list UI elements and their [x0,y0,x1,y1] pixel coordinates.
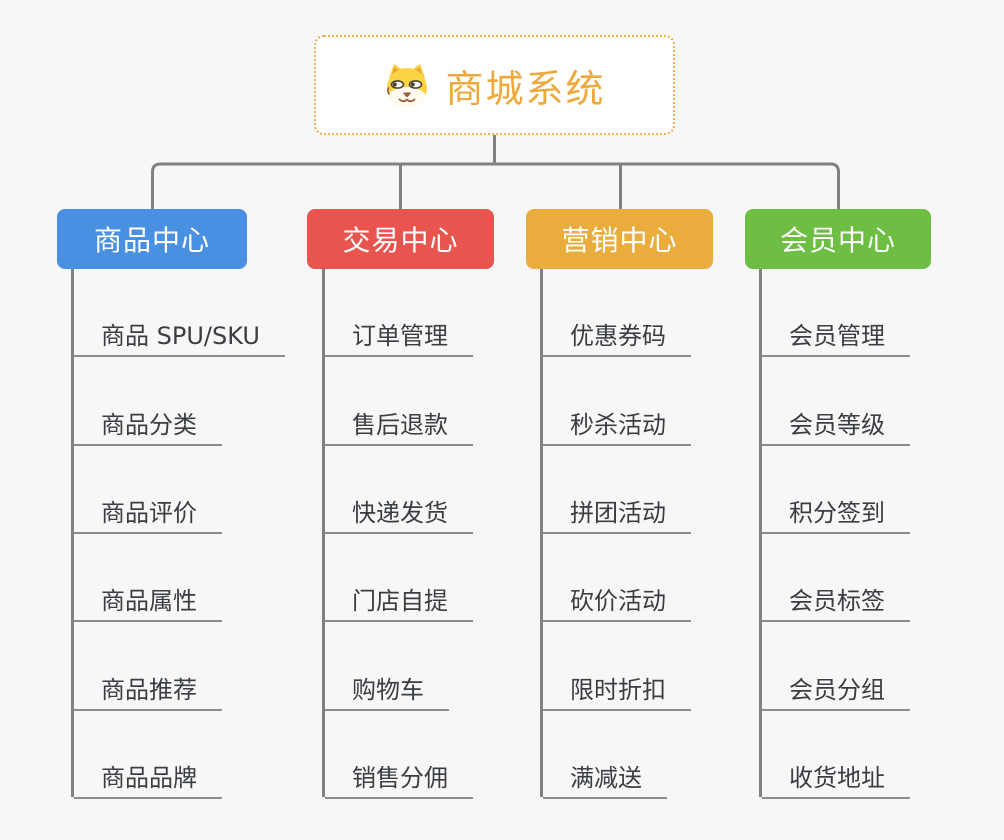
leaf-node[interactable]: 会员管理 [762,323,910,357]
leaf-node[interactable]: 秒杀活动 [543,412,691,446]
branch-column-trade: 订单管理 售后退款 快递发货 门店自提 购物车 销售分佣 [322,269,473,799]
leaf-node[interactable]: 门店自提 [325,588,473,622]
branch-column-product: 商品 SPU/SKU 商品分类 商品评价 商品属性 商品推荐 商品品牌 [71,269,285,799]
leaf-node[interactable]: 商品属性 [74,588,222,622]
leaf-node[interactable]: 购物车 [325,677,449,711]
root-node-mall-system[interactable]: 商城系统 [314,35,675,135]
leaf-node[interactable]: 商品分类 [74,412,222,446]
branch-label: 商品中心 [93,224,210,257]
branch-label: 交易中心 [342,224,459,257]
leaf-node[interactable]: 会员分组 [762,677,910,711]
leaf-node[interactable]: 砍价活动 [543,588,691,622]
branch-node-product-center[interactable]: 商品中心 [57,209,247,269]
leaf-node[interactable]: 商品品牌 [74,765,222,799]
leaf-node[interactable]: 积分签到 [762,500,910,534]
dog-face-icon [387,64,428,108]
branch-column-marketing: 优惠券码 秒杀活动 拼团活动 砍价活动 限时折扣 满减送 [540,269,691,799]
leaf-node[interactable]: 快递发货 [325,500,473,534]
leaf-node[interactable]: 商品 SPU/SKU [74,323,285,357]
leaf-node[interactable]: 销售分佣 [325,765,473,799]
bus-elbow-line [151,162,840,209]
leaf-node[interactable]: 订单管理 [325,323,473,357]
leaf-node[interactable]: 满减送 [543,765,667,799]
branch-node-trade-center[interactable]: 交易中心 [307,209,494,269]
branch-node-member-center[interactable]: 会员中心 [745,209,931,269]
leaf-node[interactable]: 优惠券码 [543,323,691,357]
branch-node-marketing-center[interactable]: 营销中心 [526,209,713,269]
leaf-node[interactable]: 限时折扣 [543,677,691,711]
leaf-node[interactable]: 售后退款 [325,412,473,446]
root-title: 商城系统 [445,66,606,111]
leaf-node[interactable]: 收货地址 [762,765,910,799]
leaf-node[interactable]: 商品推荐 [74,677,222,711]
leaf-node[interactable]: 拼团活动 [543,500,691,534]
leaf-node[interactable]: 商品评价 [74,500,222,534]
branch-label: 会员中心 [779,224,896,257]
branch-column-member: 会员管理 会员等级 积分签到 会员标签 会员分组 收货地址 [759,269,910,799]
leaf-node[interactable]: 会员标签 [762,588,910,622]
leaf-node[interactable]: 会员等级 [762,412,910,446]
branch-label: 营销中心 [561,224,678,257]
